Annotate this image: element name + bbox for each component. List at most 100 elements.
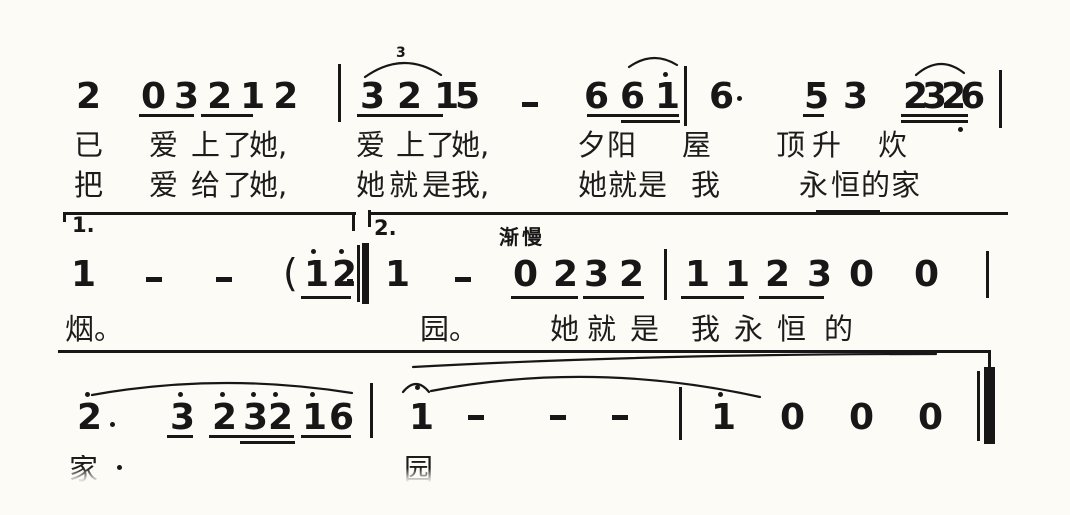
beam-underline [587, 114, 679, 117]
beam-underline [167, 435, 193, 438]
beam-underline [139, 114, 194, 117]
sustain-dash [468, 415, 484, 420]
beam-underline [209, 435, 294, 438]
lyric-text: 炊 [878, 128, 908, 162]
note-glyph: 0 [849, 254, 875, 295]
extender-line [411, 352, 938, 369]
tie [429, 375, 762, 399]
lyric-text: 顶 [776, 128, 806, 162]
sustain-dash [522, 102, 538, 107]
barline [362, 243, 369, 304]
lyric-text: 就 [587, 312, 617, 346]
beam-underline [58, 350, 991, 353]
lyric-text: 家 [891, 168, 921, 202]
lyric-text: 永 [799, 168, 829, 202]
beam-underline [803, 114, 824, 117]
octave-dot-high [251, 392, 256, 397]
beam-underline [901, 114, 968, 117]
note-glyph: 03212 [141, 76, 307, 117]
lyric-text: 园。 [420, 312, 479, 346]
note-glyph: 66 [584, 76, 657, 117]
repeat-dot [347, 264, 353, 270]
lyric-text: 她 [550, 312, 580, 346]
note-glyph: 5 [804, 76, 830, 117]
lyric-text: 永 [734, 312, 764, 346]
note-glyph: 32 [243, 397, 294, 438]
lyric-text: 我, [451, 168, 490, 202]
octave-dot-high [85, 392, 90, 397]
note-glyph: 2 [77, 397, 103, 438]
lyric-text: 烟。 [65, 312, 124, 346]
lyric-text: 上 [191, 128, 221, 162]
sustain-dash [550, 415, 566, 420]
beam-underline [301, 296, 351, 299]
octave-dot-high [663, 72, 668, 77]
augmentation-dot [110, 422, 115, 427]
lyric-text: 了 [426, 128, 456, 162]
barline [664, 249, 667, 300]
beam-underline [583, 296, 644, 299]
lyric-text: 是 [630, 312, 660, 346]
note-glyph: ( [283, 251, 298, 295]
lyric-text: 她 [578, 168, 608, 202]
octave-dot-high [178, 392, 183, 397]
lyric-text: 爱 [356, 128, 386, 162]
tempo-mark: 渐慢 [499, 225, 545, 249]
note-glyph: 1 [385, 254, 411, 295]
lyric-text: 园 [404, 452, 434, 486]
augmentation-dot [737, 96, 742, 101]
volta-1-label: 1. [72, 213, 95, 237]
lyric-text: 是 [638, 168, 668, 202]
fermata-dot [415, 385, 420, 390]
note-glyph: 321 [360, 76, 472, 117]
note-glyph: 3 [843, 76, 869, 117]
note-glyph: 1 [71, 254, 97, 295]
lyric-text: 给 [191, 168, 221, 202]
lyric-text: 家 [69, 452, 99, 486]
beam-underline [681, 296, 744, 299]
octave-dot-low [958, 127, 963, 132]
barline [999, 70, 1002, 128]
note-glyph: 1 [409, 397, 435, 438]
lyric-text: 了 [223, 128, 253, 162]
note-glyph: 1 [655, 76, 681, 117]
beam-underline [357, 114, 443, 117]
note-glyph: 1 [304, 254, 330, 295]
beam-underline [352, 212, 355, 231]
sustain-dash [216, 277, 232, 282]
lyric-text: 把 [74, 168, 104, 202]
lyric-text: 恒 [777, 312, 807, 346]
tie [914, 62, 966, 77]
lyric-text: 爱 [149, 168, 179, 202]
tie [627, 56, 679, 69]
lyric-text: 就 [389, 168, 419, 202]
lyric-text: 她, [249, 168, 288, 202]
barline [986, 251, 989, 298]
beam-underline [301, 435, 351, 438]
lyric-text: 恒 [831, 168, 861, 202]
note-glyph: 0 [918, 397, 944, 438]
triplet-slur [363, 61, 443, 79]
beam-underline [511, 296, 578, 299]
octave-dot-high [273, 392, 278, 397]
barline [357, 245, 360, 302]
lyric-text: 夕 [577, 128, 607, 162]
barline [338, 64, 341, 122]
octave-dot-high [310, 392, 315, 397]
note-glyph: 6 [709, 76, 735, 117]
beam-underline [759, 296, 824, 299]
barline [679, 387, 682, 440]
note-glyph: 2326 [903, 76, 985, 117]
beam-underline [901, 120, 968, 123]
sustain-dash [455, 277, 471, 282]
note-glyph: 2 [212, 397, 238, 438]
lyric-text: 上 [396, 128, 426, 162]
barline [370, 383, 373, 438]
beam-underline [988, 350, 991, 372]
lyric-text: 她, [249, 128, 288, 162]
lyric-text: 屋 [682, 128, 712, 162]
lyric-text: 升 [812, 128, 842, 162]
beam-underline [63, 212, 66, 222]
lyric-text: 阳 [607, 128, 637, 162]
